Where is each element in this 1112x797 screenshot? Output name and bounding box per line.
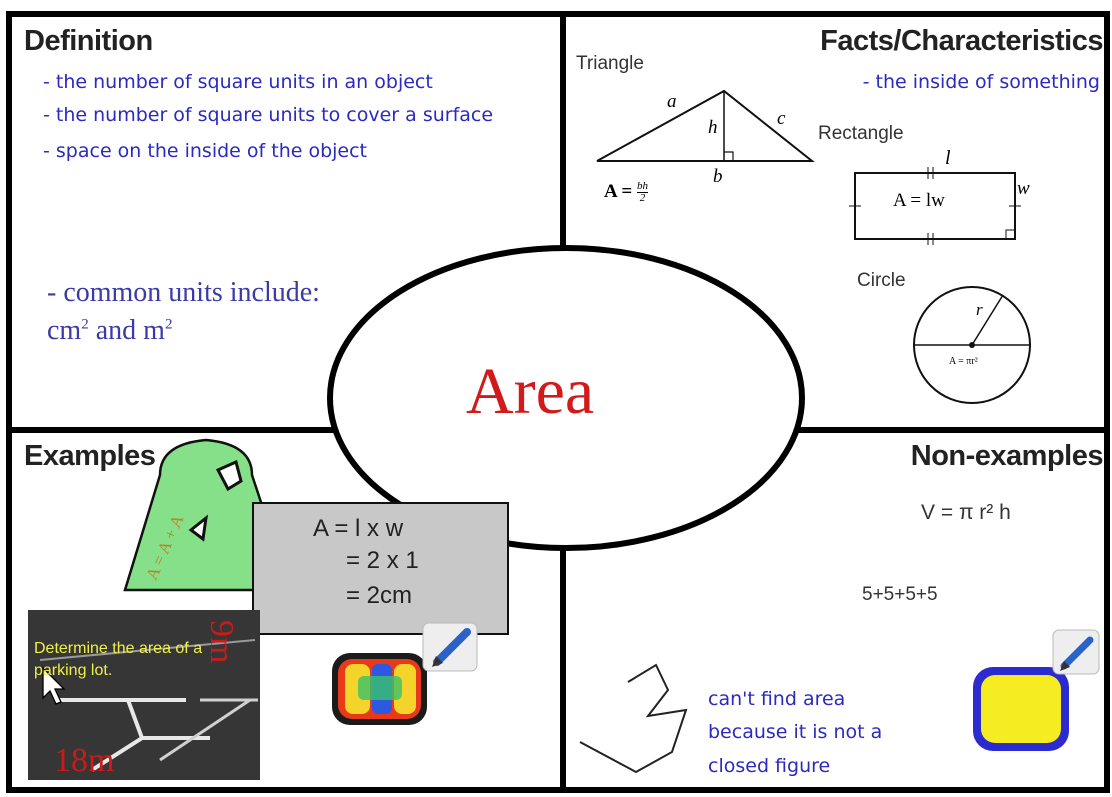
nonexample-note-line: closed figure (708, 755, 831, 777)
yellow-thumbnail (973, 667, 1069, 751)
pencil-icon (1052, 629, 1100, 675)
definition-item: - space on the inside of the object (43, 140, 368, 162)
triangle-side-c: c (777, 108, 786, 129)
facts-note: - the inside of something (862, 71, 1100, 93)
nonexample-note-line: can't find area (708, 688, 846, 710)
green-composite-shape (123, 438, 292, 592)
triangle-label: Triangle (576, 53, 644, 74)
box-line-1: A = l x w (313, 515, 404, 542)
examples-heading: Examples (24, 440, 156, 472)
center-title: Area (466, 355, 595, 428)
box-line-2: = 2 x 1 (346, 547, 419, 574)
unit-cm: cm (47, 315, 82, 346)
rectangle-diagram (849, 167, 1021, 245)
rectangle-label: Rectangle (818, 123, 904, 144)
rectangle-length-l: l (945, 147, 951, 169)
circle-diagram (913, 286, 1031, 404)
circle-radius-r: r (976, 300, 983, 319)
center-ellipse (327, 245, 805, 551)
definition-heading: Definition (24, 25, 153, 57)
pencil-icon (422, 622, 478, 672)
repeated-sum: 5+5+5+5 (862, 584, 938, 605)
units-line: - common units include: (47, 277, 320, 308)
triangle-base-b: b (713, 166, 723, 187)
formula-box (252, 502, 509, 635)
box-line-3: = 2cm (346, 582, 413, 609)
units-values: cm2 and m2 (47, 315, 172, 347)
parking-lot-photo (28, 610, 260, 780)
nonexample-note-line: because it is not a (708, 721, 883, 743)
dim-vertical: 9m (203, 620, 240, 664)
facts-heading: Facts/Characteristics (820, 25, 1103, 57)
triangle-formula-denominator: 2 (639, 192, 646, 205)
rectangle-formula: A = lw (893, 190, 945, 211)
heatmap-thumbnail (332, 653, 427, 725)
open-figure (579, 663, 688, 774)
mouse-cursor-icon (42, 666, 66, 705)
outer-border (6, 11, 1110, 793)
triangle-diagram (596, 89, 815, 162)
definition-item: - the number of square units in an objec… (43, 71, 433, 93)
circle-label: Circle (857, 270, 906, 291)
definition-item: - the number of square units to cover a … (43, 104, 494, 126)
triangle-formula-numerator: bh (637, 180, 648, 194)
triangle-height-h: h (708, 117, 718, 138)
unit-sup: 2 (164, 316, 173, 333)
triangle-side-a: a (667, 91, 677, 112)
unit-m: and m (88, 315, 165, 346)
photo-caption: Determine the area of a parking lot. (34, 640, 203, 679)
dim-horizontal: 18m (54, 742, 115, 779)
rectangle-width-w: w (1017, 178, 1030, 199)
triangle-formula: A = bh 2 (604, 181, 648, 204)
unit-sup: 2 (81, 316, 89, 333)
triangle-formula-lhs: A = (604, 181, 633, 202)
circle-formula: A = πr² (949, 356, 978, 367)
nonexamples-heading: Non-examples (910, 440, 1104, 472)
volume-formula: V = π r² h (921, 501, 1011, 524)
